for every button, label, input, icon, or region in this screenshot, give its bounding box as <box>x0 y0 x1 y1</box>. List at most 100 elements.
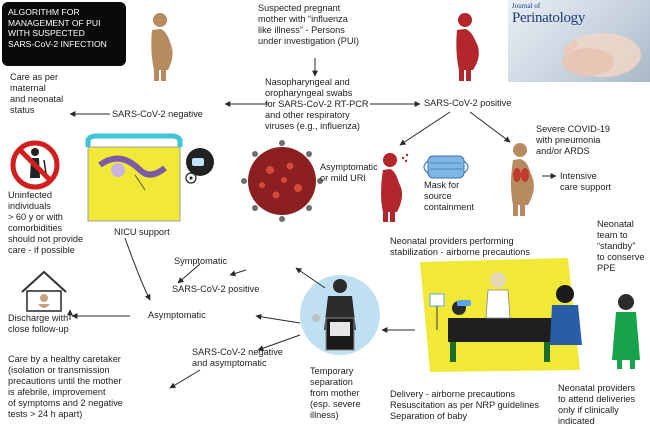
text-line: precautions until the mother <box>8 376 122 386</box>
text-line: PPE <box>597 263 616 273</box>
text-line: Delivery - airborne precautions <box>390 389 516 399</box>
text-line: containment <box>424 202 475 212</box>
journal-cover: Journal of Perinatology <box>508 0 650 82</box>
delivery-room-icon <box>420 258 582 372</box>
text-line: tests > 24 h apart) <box>8 409 83 419</box>
intensive-care-text: Intensive care support <box>560 171 611 193</box>
sars-positive-2-label: SARS-CoV-2 positive <box>172 284 260 294</box>
text-line: and asymptomatic <box>192 358 267 368</box>
pregnant-mother-icon <box>456 13 479 81</box>
text-line: mother with “influenza <box>258 14 348 24</box>
text-line: care support <box>560 182 612 192</box>
text-line: Separation of baby <box>390 411 468 421</box>
pregnant-mother-icon <box>511 143 534 216</box>
delivery-text: Delivery - airborne precautions Resuscit… <box>390 389 539 422</box>
text-line: Severe COVID-19 <box>536 124 611 134</box>
asymptomatic-label: Asymptomatic <box>148 310 206 320</box>
suspected-mother-text: Suspected pregnant mother with “influenz… <box>258 3 359 47</box>
sars-positive-label: SARS-CoV-2 positive <box>424 98 512 108</box>
text-line: Mask for <box>424 180 460 190</box>
text-line: and/or ARDS <box>536 146 590 156</box>
text-line: SARS-CoV-2 negative <box>192 347 283 357</box>
title-line: WITH SUSPECTED <box>8 28 85 38</box>
doctor-ppe-icon <box>185 148 214 184</box>
standby-team-text: Neonatal team to “standby” to conserve P… <box>597 219 645 274</box>
arrow <box>229 269 247 277</box>
arrow <box>399 111 451 146</box>
text-line: viruses (e.g., influenza) <box>265 121 360 131</box>
text-line: Uninfected <box>8 190 52 200</box>
caretaker-text: Care by a healthy caretaker (isolation o… <box>8 354 123 420</box>
title-line: ALGORITHM FOR <box>8 7 80 17</box>
text-line: individuals <box>8 201 51 211</box>
pregnant-mother-icon <box>151 13 173 81</box>
text-line: indicated <box>558 416 595 426</box>
text-line: Intensive <box>560 171 597 181</box>
text-line: stabilization - airborne precautions <box>390 247 530 257</box>
algorithm-title: ALGORITHM FOR MANAGEMENT OF PUI WITH SUS… <box>2 2 126 66</box>
text-line: illness) <box>310 410 339 420</box>
text-line: maternal <box>10 83 46 93</box>
text-line: of symptoms and 2 negative <box>8 398 123 408</box>
text-line: like illness” - Persons <box>258 25 345 35</box>
severe-covid-text: Severe COVID-19 with pneumonia and/or AR… <box>536 124 610 157</box>
text-line: (isolation or transmission <box>8 365 110 375</box>
text-line: to conserve <box>597 252 645 262</box>
text-line: Suspected pregnant <box>258 3 341 13</box>
text-line: separation <box>310 377 353 387</box>
text-line: Nasopharyngeal and <box>265 77 350 87</box>
care-maternal-text: Care as per maternal and neonatal status <box>10 72 63 116</box>
text-line: to attend deliveries <box>558 394 636 404</box>
text-line: Care as per <box>10 72 59 82</box>
mask-text: Mask for source containment <box>424 180 474 213</box>
text-line: with pneumonia <box>536 135 601 145</box>
sars-negative-label: SARS-CoV-2 negative <box>112 109 203 119</box>
text-line: Neonatal <box>597 219 634 229</box>
text-line: or mild URI <box>320 173 366 183</box>
arrow <box>469 111 511 143</box>
text-line: and other respiratory <box>265 110 350 120</box>
text-line: under investigation (PUI) <box>258 36 360 46</box>
baby-feet-photo <box>562 33 641 77</box>
incubator-icon <box>85 133 183 222</box>
text-line: (esp. severe <box>310 399 361 409</box>
text-line: status <box>10 105 35 115</box>
text-line: from mother <box>310 388 360 398</box>
text-line: only if clinically <box>558 405 619 415</box>
arrow <box>295 267 326 289</box>
text-line: Neonatal providers <box>558 383 636 393</box>
temporary-separation-text: Temporary separation from mother (esp. s… <box>310 366 361 421</box>
arrow <box>257 334 301 352</box>
text-line: oropharyngeal swabs <box>265 88 353 98</box>
swabs-text: Nasopharyngeal and oropharyngeal swabs f… <box>265 77 368 132</box>
title-line: MANAGEMENT OF PUI <box>8 17 101 28</box>
arrow <box>124 237 151 301</box>
no-elderly-icon <box>10 140 60 190</box>
standby-provider-icon <box>612 294 640 369</box>
neonatal-providers-text: Neonatal providers performing stabilizat… <box>390 236 530 258</box>
arrow <box>255 313 301 324</box>
attend-deliveries-text: Neonatal providers to attend deliveries … <box>558 383 635 427</box>
text-line: Asymptomatic <box>320 162 378 172</box>
house-icon <box>21 270 67 312</box>
discharge-text: Discharge with close follow-up <box>8 313 69 335</box>
mask-icon <box>423 155 469 179</box>
text-line: comorbidities <box>8 223 63 233</box>
text-line: “standby” <box>597 241 636 251</box>
separation-icon <box>300 275 380 355</box>
text-line: care - if possible <box>8 245 75 255</box>
nicu-support-label: NICU support <box>114 227 170 237</box>
text-line: > 60 y or with <box>8 212 63 222</box>
asymptomatic-uri-text: Asymptomatic or mild URI <box>320 162 378 184</box>
pregnant-mother-icon <box>381 153 409 222</box>
text-line: Discharge with <box>8 313 69 323</box>
text-line: Neonatal providers performing <box>390 236 514 246</box>
text-line: source <box>424 191 452 201</box>
symptomatic-label: Symptomatic <box>174 256 228 266</box>
text-line: Resuscitation as per NRP guidelines <box>390 400 539 410</box>
text-line: is afebrile, improvement <box>8 387 106 397</box>
text-line: team to <box>597 230 628 240</box>
text-line: Care by a healthy caretaker <box>8 354 121 364</box>
text-line: Temporary <box>310 366 354 376</box>
